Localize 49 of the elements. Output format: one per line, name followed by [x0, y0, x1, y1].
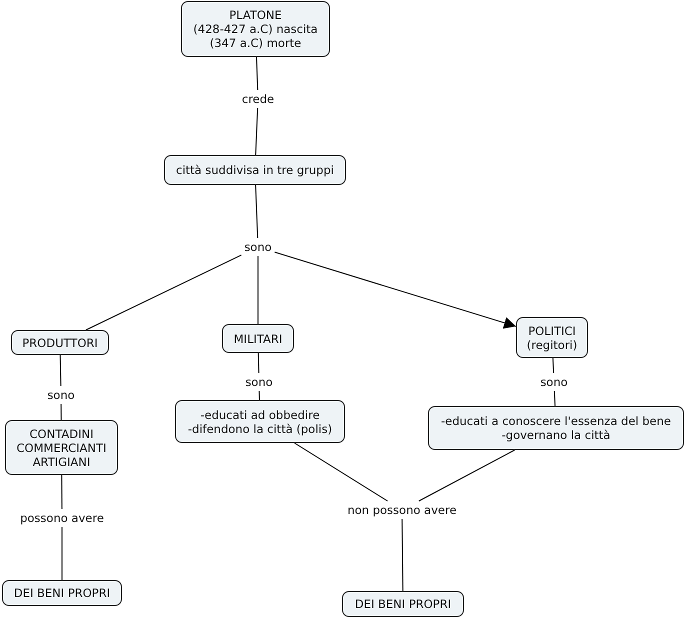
connector-line [255, 184, 258, 238]
concept-box [428, 406, 684, 450]
concept-text: (regitori) [526, 338, 578, 352]
concept-box [11, 330, 109, 355]
concept-text: -difendono la città (polis) [188, 422, 332, 436]
concept-text: DEI BENI PROPRI [14, 586, 110, 600]
linking-phrase: sono [539, 375, 569, 389]
concept-box [222, 324, 294, 353]
linking-phrase: non possono avere [346, 503, 458, 517]
concept-box [5, 420, 118, 475]
connector-line [554, 390, 556, 406]
connector-line [258, 390, 260, 400]
concept-text: DEI BENI PROPRI [354, 597, 452, 611]
linking-phrase: sono [46, 388, 76, 402]
connector-line [60, 404, 62, 420]
concept-box [2, 580, 122, 606]
connector-line [402, 518, 404, 592]
concept-text: città suddivisa in tre gruppi [176, 163, 334, 177]
connector-line [258, 352, 260, 374]
concept-text: POLITICI [528, 324, 576, 338]
concept-text: COMMERCIANTI [16, 440, 106, 454]
concept-box [181, 1, 330, 57]
connector-line [85, 254, 242, 330]
concept-text: -educati a conoscere l'essenza del bene [440, 414, 671, 428]
connector-line [60, 354, 62, 386]
linking-phrase: possono avere [19, 511, 105, 525]
concept-box [516, 317, 588, 358]
connector-line [256, 56, 258, 90]
concept-text: -governano la città [502, 428, 610, 442]
concept-text: (347 a.C) morte [210, 36, 302, 50]
concept-text: CONTADINI [30, 426, 94, 440]
concept-text: (428-427 a.C) nascita [193, 22, 318, 36]
concept-text: -educati ad obbedire [200, 408, 320, 422]
connector-line [294, 442, 388, 502]
concept-box [175, 400, 345, 443]
connector-line [552, 358, 554, 374]
concept-text: ARTIGIANI [32, 454, 90, 468]
concept-text: PRODUTTORI [22, 336, 98, 350]
linking-phrase: sono [243, 240, 273, 254]
connector-line [255, 108, 258, 156]
arrow [274, 252, 516, 329]
linking-phrase: crede [240, 92, 276, 106]
connector-line [61, 474, 62, 510]
linking-phrase: sono [244, 375, 274, 389]
concept-box [164, 155, 346, 185]
concept-text: PLATONE [229, 8, 282, 22]
concept-text: MILITARI [234, 332, 282, 346]
concept-box [342, 591, 464, 617]
connector-line [418, 450, 516, 502]
